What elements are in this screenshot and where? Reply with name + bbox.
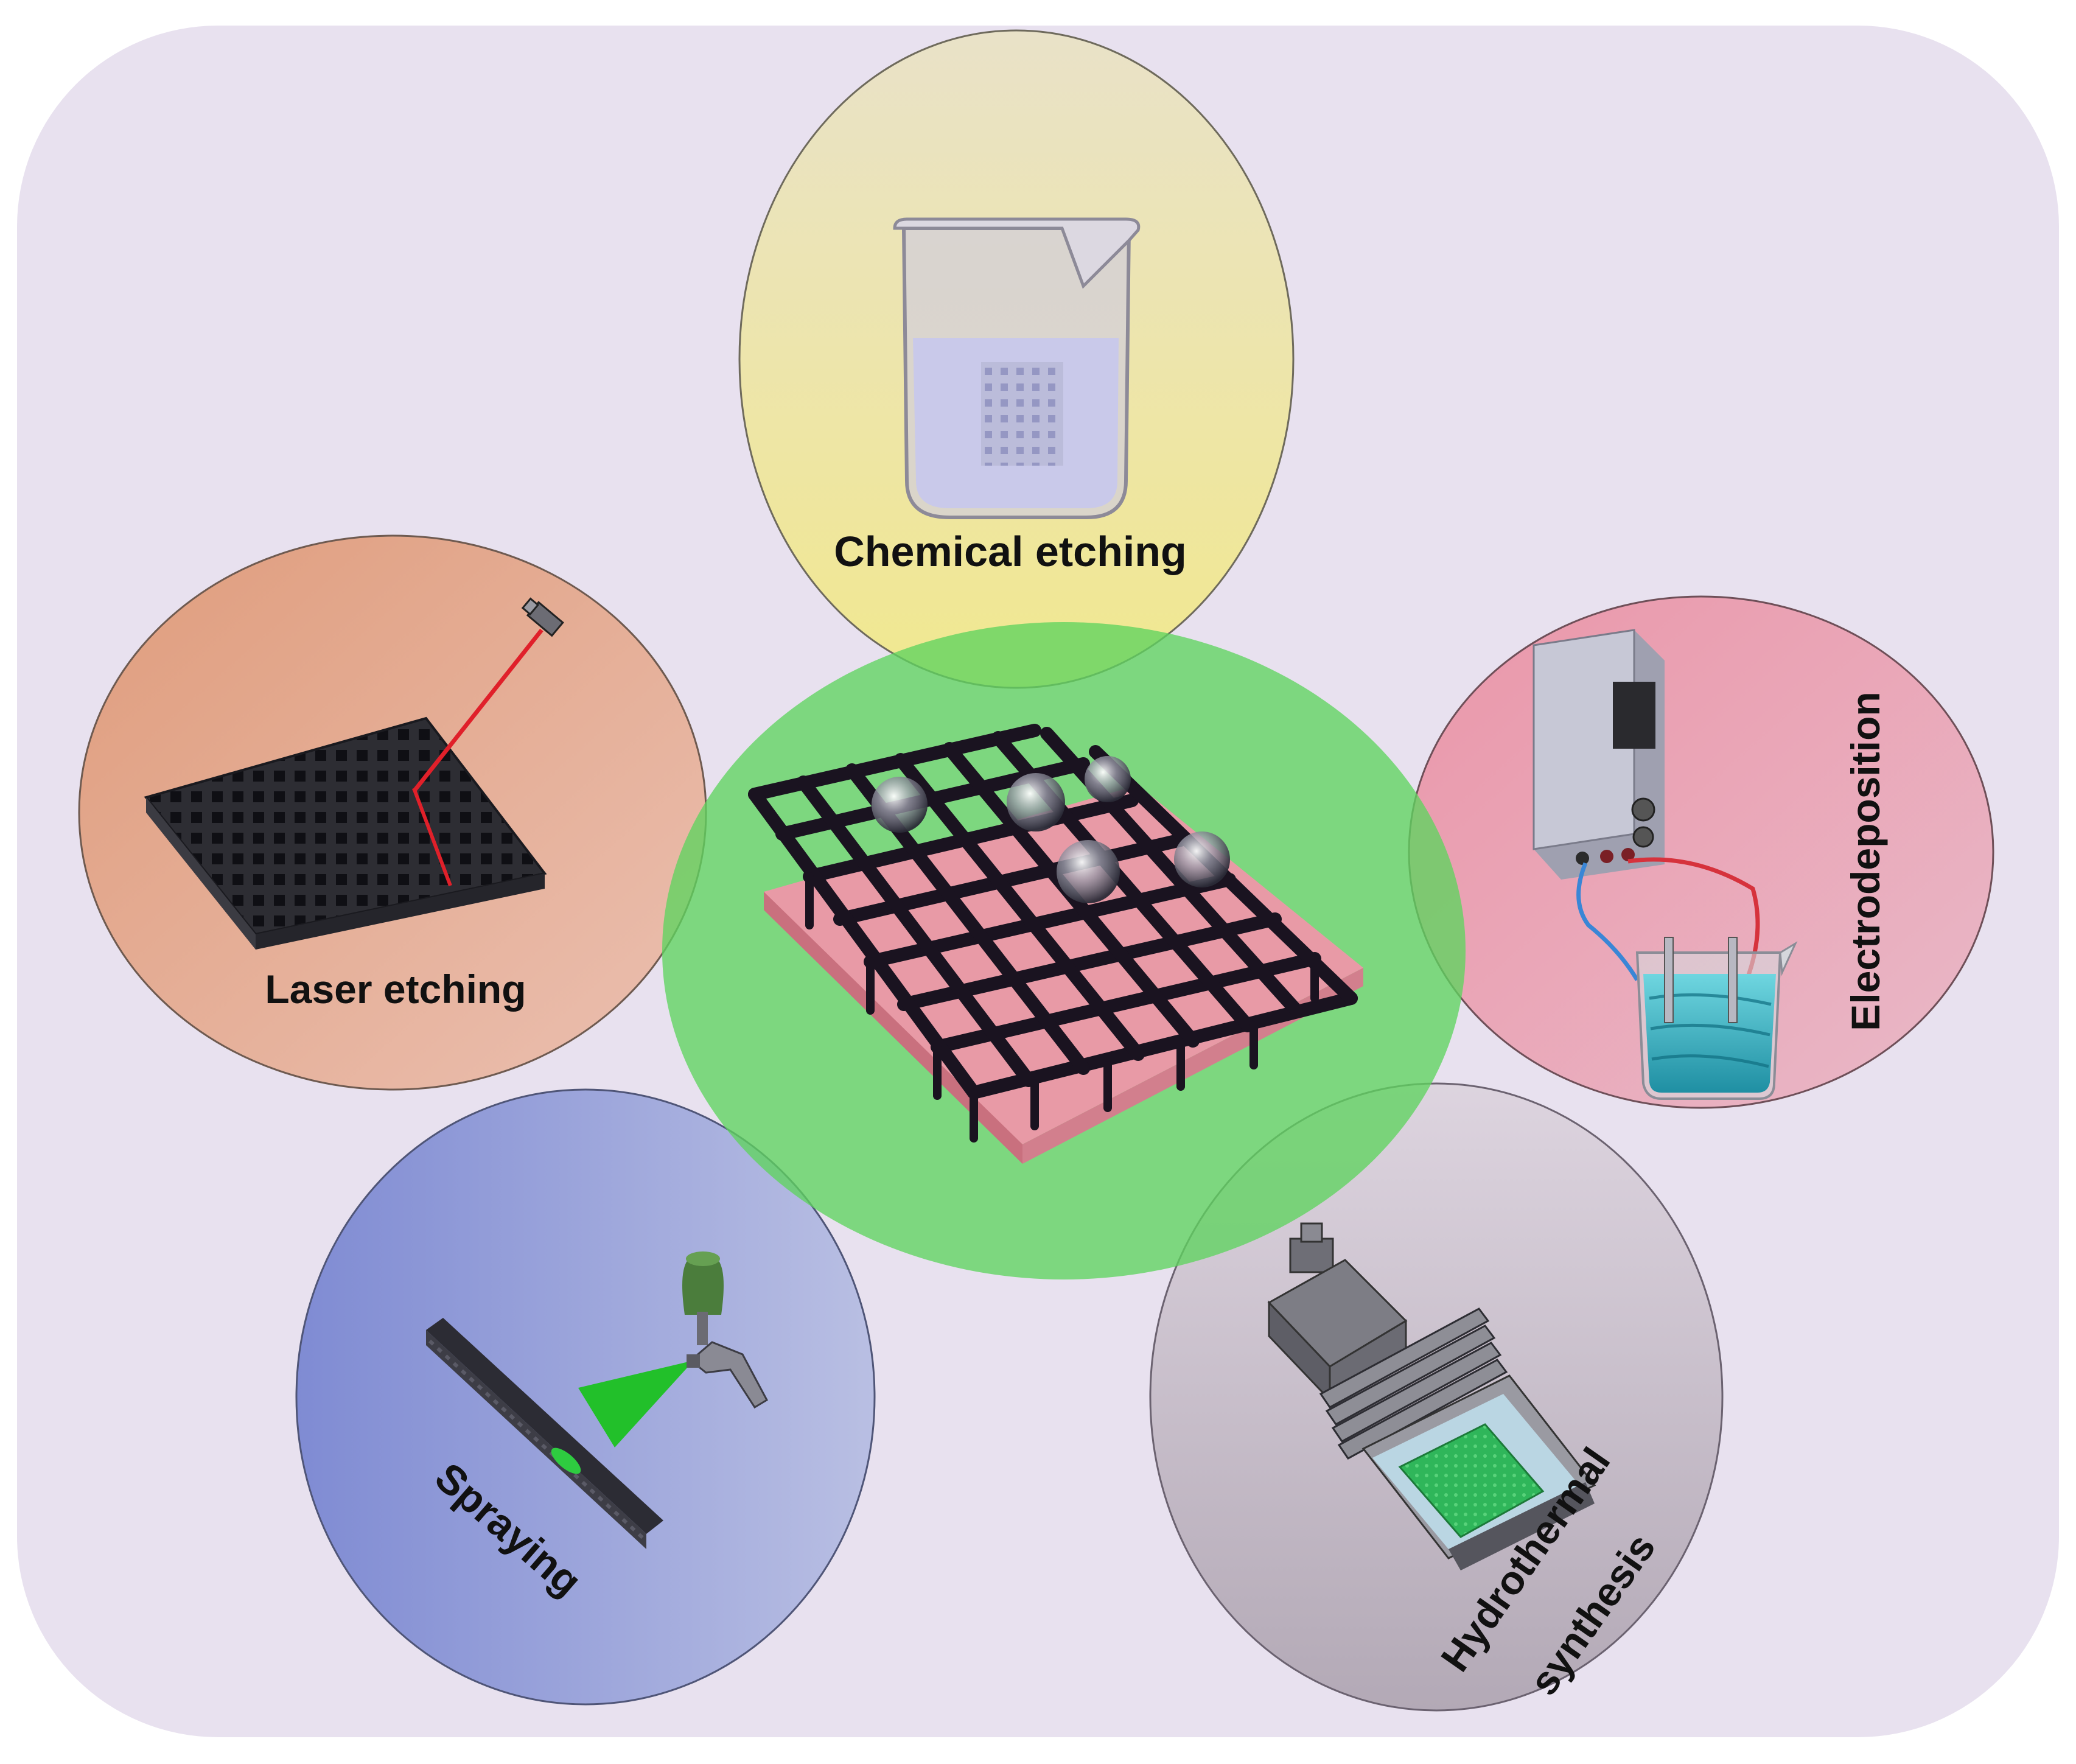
water-droplet-icon — [1085, 756, 1131, 802]
beaker-icon — [893, 217, 1141, 519]
sample-plate — [981, 362, 1063, 466]
spray-cone — [578, 1360, 694, 1447]
red-wire — [1627, 857, 1760, 981]
etched-substrate — [144, 716, 547, 950]
water-droplet-icon — [1007, 773, 1065, 831]
chemical-etching-section: Chemical etching — [738, 29, 1295, 689]
laser-etching-section: Laser etching — [78, 534, 707, 1091]
green-sample — [1398, 1423, 1545, 1538]
laser-beam — [412, 628, 543, 793]
laser-etching-label: Laser etching — [265, 967, 526, 1012]
water-droplets — [872, 756, 1230, 903]
center-section — [662, 622, 1466, 1279]
water-droplet-icon — [872, 777, 928, 833]
power-supply-display — [1613, 682, 1655, 749]
autoclave-threads — [1319, 1307, 1508, 1460]
electrode-right — [1728, 937, 1738, 1023]
electrolyte-beaker-icon — [1635, 937, 1798, 1100]
water-droplet-icon — [1057, 840, 1120, 903]
electrodeposition-label: Electrodeposition — [1843, 691, 1888, 1031]
electrodeposition-section: Electrodeposition — [1408, 595, 1994, 1109]
spray-target-plate — [426, 1318, 663, 1549]
blue-wire — [1576, 862, 1640, 981]
electrode-left — [1664, 937, 1674, 1023]
water-droplet-icon — [1174, 831, 1230, 887]
sprayed-coating — [551, 1447, 581, 1474]
laser-emitter-icon — [521, 597, 564, 637]
laser-track — [412, 787, 452, 887]
autoclave-icon — [1267, 1222, 1596, 1570]
hydrothermal-synthesis-section: Hydrothermal synthesis — [1149, 1082, 1724, 1712]
spraying-section: Spraying — [295, 1088, 876, 1706]
mesh-structure — [748, 724, 1358, 1143]
power-supply-icon — [1533, 629, 1665, 880]
chemical-etching-label: Chemical etching — [834, 528, 1187, 575]
spray-gun-icon — [682, 1251, 768, 1409]
